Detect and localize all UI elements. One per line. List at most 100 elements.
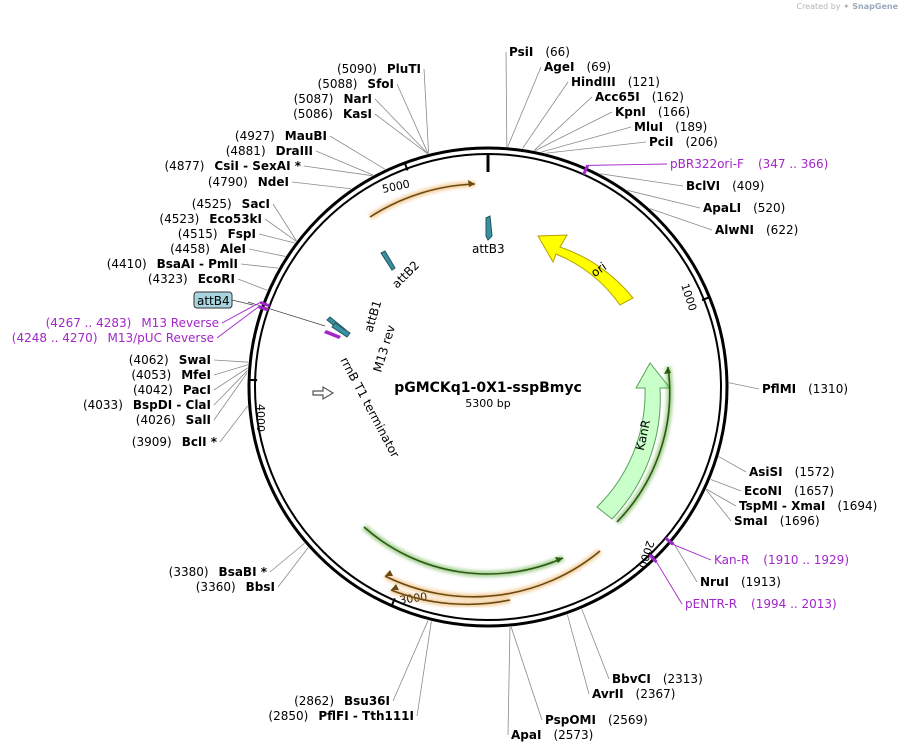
enzyme-leader-line bbox=[627, 189, 701, 209]
enzyme-position: (4042) bbox=[133, 383, 173, 397]
enzyme-position: (189) bbox=[675, 120, 707, 134]
enzyme-site: PsiI (66) bbox=[505, 45, 570, 147]
primer-leader-line bbox=[672, 544, 712, 561]
backbone-inner bbox=[254, 153, 722, 621]
enzyme-name: MfeI bbox=[181, 368, 211, 382]
enzyme-leader-line bbox=[649, 208, 713, 231]
enzyme-site: CsiI - SexAI *(4877) bbox=[165, 159, 373, 177]
enzyme-leader-line bbox=[213, 359, 249, 363]
enzyme-name: Eco53kI bbox=[209, 212, 262, 226]
enzyme-position: (409) bbox=[732, 179, 764, 193]
enzyme-name: BclI * bbox=[182, 435, 218, 449]
enzyme-position: (5087) bbox=[294, 92, 334, 106]
enzyme-position: (3909) bbox=[132, 435, 172, 449]
enzyme-position: (2850) bbox=[268, 709, 308, 723]
tick-label: 4000 bbox=[254, 404, 267, 432]
enzyme-site: PacI(4042) bbox=[133, 367, 248, 397]
enzyme-position: (4881) bbox=[226, 144, 266, 158]
snapgene-watermark: Created by ✦ SnapGene bbox=[796, 2, 898, 11]
enzyme-name: PciI bbox=[649, 135, 674, 149]
enzyme-name: NruI bbox=[700, 575, 729, 589]
primer-name: pENTR-R bbox=[685, 597, 737, 611]
enzyme-site: Eco53kI(4523) bbox=[159, 212, 297, 242]
enzyme-site: AvrII(2367) bbox=[566, 614, 676, 701]
enzyme-position: (1657) bbox=[794, 484, 834, 498]
enzyme-leader-line bbox=[423, 68, 430, 154]
enzyme-name: ApaI bbox=[511, 728, 541, 742]
backbone-outer bbox=[247, 146, 729, 628]
enzyme-leader-line bbox=[533, 96, 593, 151]
primer-range: (1994 .. 2013) bbox=[751, 597, 837, 611]
enzyme-name: AgeI bbox=[544, 60, 574, 74]
enzyme-leader-line bbox=[522, 81, 569, 149]
enzyme-name: NdeI bbox=[258, 175, 289, 189]
plasmid-name: pGMCKq1-0X1-sspBmyc bbox=[394, 380, 582, 396]
terminator-label: rrnB T1 terminator bbox=[337, 355, 402, 460]
enzyme-position: (5086) bbox=[293, 107, 333, 121]
enzyme-name: PspOMI bbox=[545, 713, 596, 727]
enzyme-leader-line bbox=[507, 626, 511, 736]
enzyme-name: KasI bbox=[343, 107, 372, 121]
enzyme-site: BspDI - ClaI(4033) bbox=[83, 370, 248, 412]
attb1b-marker bbox=[331, 322, 351, 338]
primer-leader-line bbox=[216, 306, 259, 339]
primer-marker bbox=[664, 536, 675, 546]
kanr-feature bbox=[596, 362, 672, 520]
primer: pENTR-R (1994 .. 2013) bbox=[648, 553, 837, 611]
enzyme-leader-line bbox=[269, 542, 305, 573]
enzyme-leader-line bbox=[534, 111, 613, 152]
enzyme-leader-line bbox=[718, 456, 747, 473]
enzyme-position: (4927) bbox=[235, 129, 275, 143]
attb3-marker bbox=[485, 215, 493, 241]
enzyme-name: BclVI bbox=[686, 179, 720, 193]
enzyme-leader-line bbox=[396, 83, 429, 154]
enzyme-leader-line bbox=[510, 626, 543, 721]
enzyme-site: KpnI (166) bbox=[534, 105, 690, 152]
enzyme-position: (4458) bbox=[170, 242, 210, 256]
enzyme-name: PflFI - Tth111I bbox=[318, 709, 414, 723]
primer: Kan-R(1910 .. 1929) bbox=[664, 536, 849, 567]
orf-arcs bbox=[362, 180, 673, 608]
primer-range: (4248 .. 4270) bbox=[12, 331, 98, 345]
enzyme-position: (4026) bbox=[136, 413, 176, 427]
enzyme-site: HindIII(121) bbox=[522, 75, 660, 149]
enzyme-name: EcoNI bbox=[744, 484, 782, 498]
enzyme-name: KpnI bbox=[615, 105, 646, 119]
enzyme-name: SfoI bbox=[367, 77, 394, 91]
attb3-label: attB3 bbox=[472, 242, 505, 256]
enzyme-name: SacI bbox=[242, 197, 270, 211]
enzyme-leader-line bbox=[213, 364, 249, 376]
enzyme-site: PflFI - Tth111I (2850) bbox=[268, 621, 432, 723]
enzyme-name: PsiI bbox=[509, 45, 533, 59]
enzyme-name: MauBI bbox=[285, 129, 327, 143]
enzyme-leader-line bbox=[672, 541, 698, 583]
enzyme-position: (121) bbox=[628, 75, 660, 89]
enzyme-leader-line bbox=[505, 51, 508, 147]
enzyme-name: DraIII bbox=[276, 144, 313, 158]
enzyme-position: (2569) bbox=[608, 713, 648, 727]
enzyme-name: Acc65I bbox=[595, 90, 640, 104]
enzyme-position: (66) bbox=[545, 45, 570, 59]
enzyme-position: (166) bbox=[658, 105, 690, 119]
enzyme-name: BsaBI * bbox=[219, 565, 268, 579]
enzyme-site: BsaAI - PmlI(4410) bbox=[107, 257, 279, 271]
tick-label: 1000 bbox=[678, 282, 699, 313]
primer-marker bbox=[258, 305, 269, 312]
enzyme-position: (2367) bbox=[636, 687, 676, 701]
enzyme-name: MluI bbox=[634, 120, 663, 134]
primer-marker bbox=[259, 300, 271, 308]
enzyme-leader-line bbox=[329, 135, 386, 170]
enzyme-leader-line bbox=[706, 488, 737, 507]
enzyme-position: (4410) bbox=[107, 257, 147, 271]
enzyme-site: KasI (5086) bbox=[293, 107, 428, 155]
enzyme-name: AleI bbox=[220, 242, 246, 256]
enzyme-position: (1913) bbox=[741, 575, 781, 589]
enzyme-site: MluI (189) bbox=[541, 120, 707, 153]
enzyme-site: SmaI(1696) bbox=[705, 489, 820, 528]
enzyme-leader-line bbox=[566, 614, 590, 695]
enzyme-leader-line bbox=[710, 479, 742, 492]
enzyme-leader-line bbox=[546, 141, 647, 154]
attb2-marker bbox=[380, 250, 396, 271]
enzyme-site: BclI * (3909) bbox=[132, 405, 249, 449]
enzyme-leader-line bbox=[264, 218, 297, 242]
